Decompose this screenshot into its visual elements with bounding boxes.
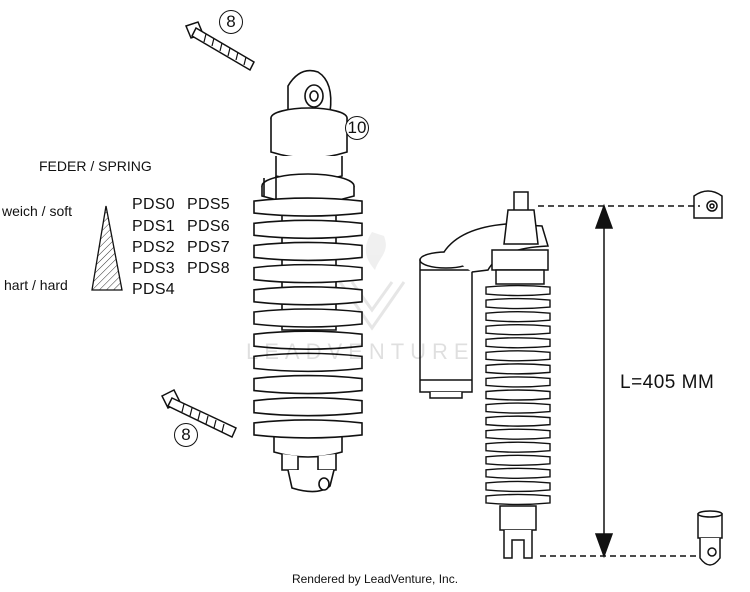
spring-coil bbox=[253, 241, 363, 262]
spring-coil bbox=[485, 493, 551, 506]
spring-coil bbox=[485, 415, 551, 427]
spring-code: PDS4 bbox=[132, 281, 175, 298]
bolt-top bbox=[184, 21, 255, 72]
shock-assembled-spring bbox=[485, 284, 551, 506]
length-label: L=405 MM bbox=[620, 372, 715, 394]
hardness-triangle bbox=[91, 205, 123, 291]
spring-coil bbox=[485, 350, 551, 362]
spring-coil bbox=[485, 389, 551, 401]
spring-coil bbox=[253, 419, 363, 439]
footer-credit: Rendered by LeadVenture, Inc. bbox=[291, 572, 459, 586]
bolt-bottom bbox=[160, 388, 237, 439]
spring-coil bbox=[485, 337, 551, 349]
callout-shock: 10 bbox=[345, 116, 369, 140]
spring-coil bbox=[253, 308, 363, 328]
shock-assembled bbox=[419, 190, 723, 566]
soft-label: weich / soft bbox=[2, 203, 73, 219]
spring-coil bbox=[253, 197, 363, 217]
spring-code: PDS1 bbox=[132, 218, 175, 235]
dimension-line bbox=[538, 203, 700, 559]
watermark-text: LEADVENTURE bbox=[246, 339, 475, 364]
spring-code: PDS2 bbox=[132, 239, 175, 256]
callout-bolt-bottom: 8 bbox=[174, 423, 198, 447]
spring-coil bbox=[485, 376, 551, 388]
spring-code: PDS6 bbox=[187, 218, 230, 235]
spring-coil bbox=[253, 396, 363, 417]
spring-coil bbox=[485, 454, 551, 466]
spring-coil bbox=[253, 263, 363, 284]
spring-coil bbox=[485, 297, 551, 310]
hard-label: hart / hard bbox=[4, 277, 68, 293]
spring-code: PDS7 bbox=[187, 239, 230, 256]
spring-coil bbox=[485, 310, 551, 323]
spring-coil bbox=[485, 441, 551, 453]
spring-coil bbox=[485, 480, 551, 493]
spring-coil bbox=[485, 467, 551, 480]
spring-coil bbox=[485, 284, 551, 297]
spring-code: PDS0 bbox=[132, 196, 175, 213]
spring-code: PDS3 bbox=[132, 260, 175, 277]
callout-bolt-top: 8 bbox=[219, 10, 243, 34]
spring-coil bbox=[253, 286, 363, 306]
spring-code: PDS5 bbox=[187, 196, 230, 213]
spring-coil bbox=[485, 428, 551, 440]
spring-coil bbox=[485, 324, 551, 336]
spring-heading: FEDER / SPRING bbox=[39, 158, 152, 174]
shock-main-spring bbox=[253, 197, 363, 439]
spring-coil bbox=[485, 363, 551, 375]
spring-coil bbox=[253, 219, 363, 240]
spring-coil bbox=[485, 402, 551, 414]
spring-code: PDS8 bbox=[187, 260, 230, 277]
spring-coil bbox=[253, 374, 363, 395]
spring-coil bbox=[253, 330, 363, 350]
spring-coil bbox=[253, 352, 363, 373]
